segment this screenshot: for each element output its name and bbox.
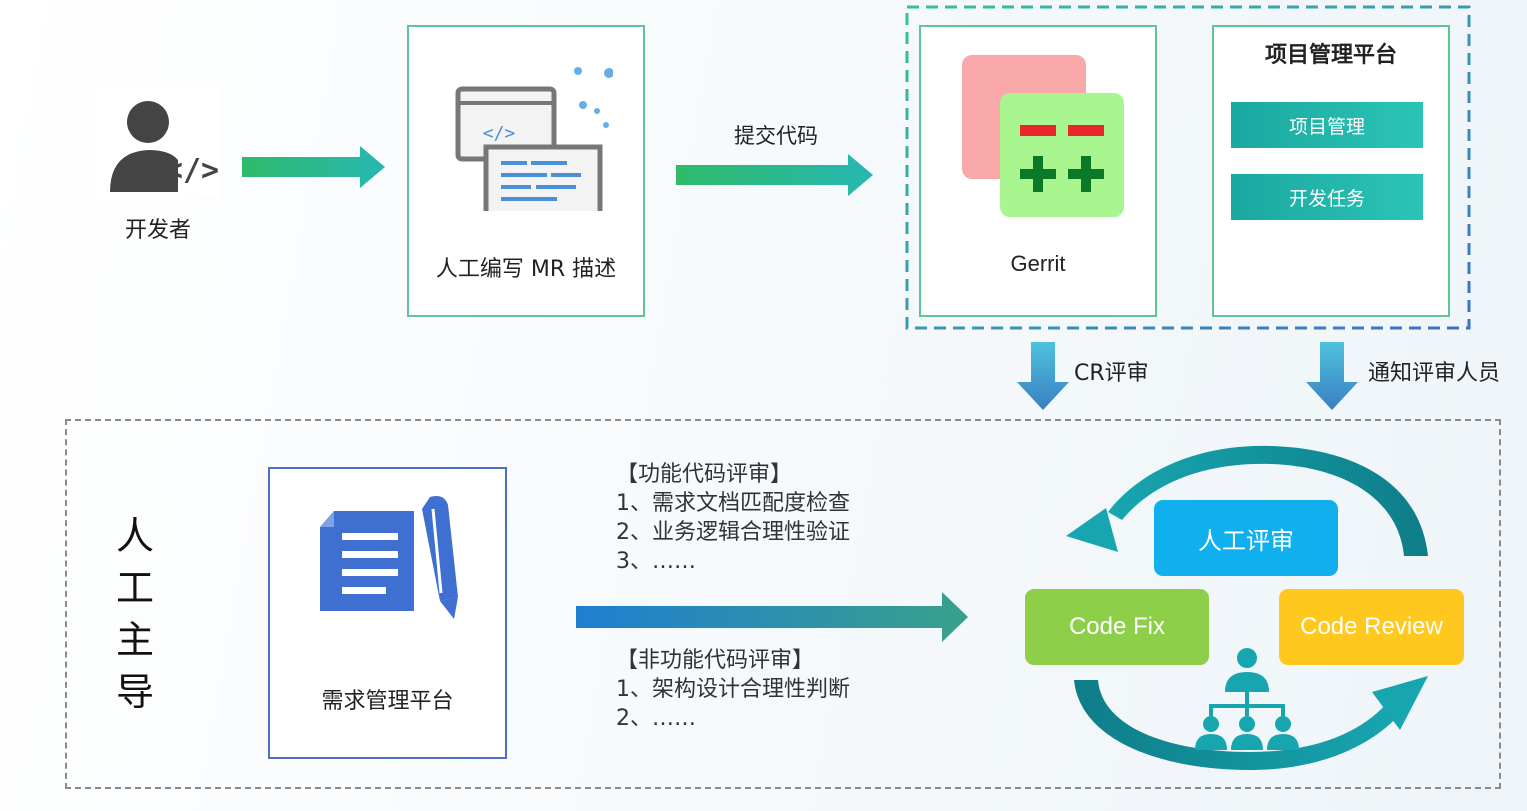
laptop-code-icon: </> [441, 59, 614, 231]
pm-platform-box: 项目管理平台 项目管理 开发任务 [1212, 25, 1450, 317]
pm-platform-title: 项目管理平台 [1264, 43, 1397, 68]
functional-review-title: 【功能代码评审】 [616, 462, 793, 487]
manual-mr-box: </> 人工编写 MR 描述 [407, 25, 645, 317]
gerrit-box: Gerrit [919, 25, 1157, 317]
manual-led-frame [65, 419, 1501, 789]
svg-text:</>: </> [165, 153, 219, 188]
gerrit-label: Gerrit [1010, 251, 1066, 276]
manual-led-vertical-label: 人 工 主 导 [110, 510, 160, 718]
functional-review-item-1: 1、需求文档匹配度检查 [616, 491, 850, 516]
code-fix-pill: Code Fix [1025, 589, 1209, 665]
team-hierarchy-icon [1192, 646, 1302, 756]
review-flow-arrow [576, 592, 970, 646]
document-pen-icon [316, 493, 466, 635]
flow-arrow-2 [676, 154, 874, 200]
nonfunctional-review-item-2: 2、…… [616, 706, 696, 731]
manual-mr-label: 人工编写 MR 描述 [435, 257, 617, 282]
gerrit-diff-icon [962, 55, 1126, 223]
developer-label: 开发者 [124, 218, 191, 243]
side-char-4: 导 [115, 670, 154, 714]
functional-review-item-3: 3、…… [616, 549, 696, 574]
req-platform-label: 需求管理平台 [321, 689, 454, 714]
notify-down-arrow [1306, 342, 1358, 414]
pm-project-button[interactable]: 项目管理 [1231, 102, 1423, 148]
notify-reviewers-label: 通知评审人员 [1368, 361, 1501, 386]
code-review-pill: Code Review [1279, 589, 1464, 665]
req-platform-box: 需求管理平台 [268, 467, 507, 759]
pm-task-button[interactable]: 开发任务 [1231, 174, 1423, 220]
side-char-3: 主 [115, 618, 154, 662]
review-cycle-arrows [1050, 440, 1450, 784]
functional-review-item-2: 2、业务逻辑合理性验证 [616, 520, 850, 545]
submit-code-label: 提交代码 [734, 124, 818, 148]
nonfunctional-review-item-1: 1、架构设计合理性判断 [616, 677, 850, 702]
side-char-1: 人 [115, 514, 154, 558]
developer-icon: </> [96, 88, 220, 198]
cr-down-arrow [1017, 342, 1069, 414]
svg-text:</>: </> [483, 123, 516, 144]
tool-group-frame [905, 5, 1471, 334]
side-char-2: 工 [115, 566, 154, 610]
nonfunctional-review-title: 【非功能代码评审】 [616, 648, 815, 673]
flow-arrow-1 [242, 146, 387, 192]
manual-review-pill: 人工评审 [1154, 500, 1338, 576]
cr-review-label: CR评审 [1074, 361, 1149, 386]
